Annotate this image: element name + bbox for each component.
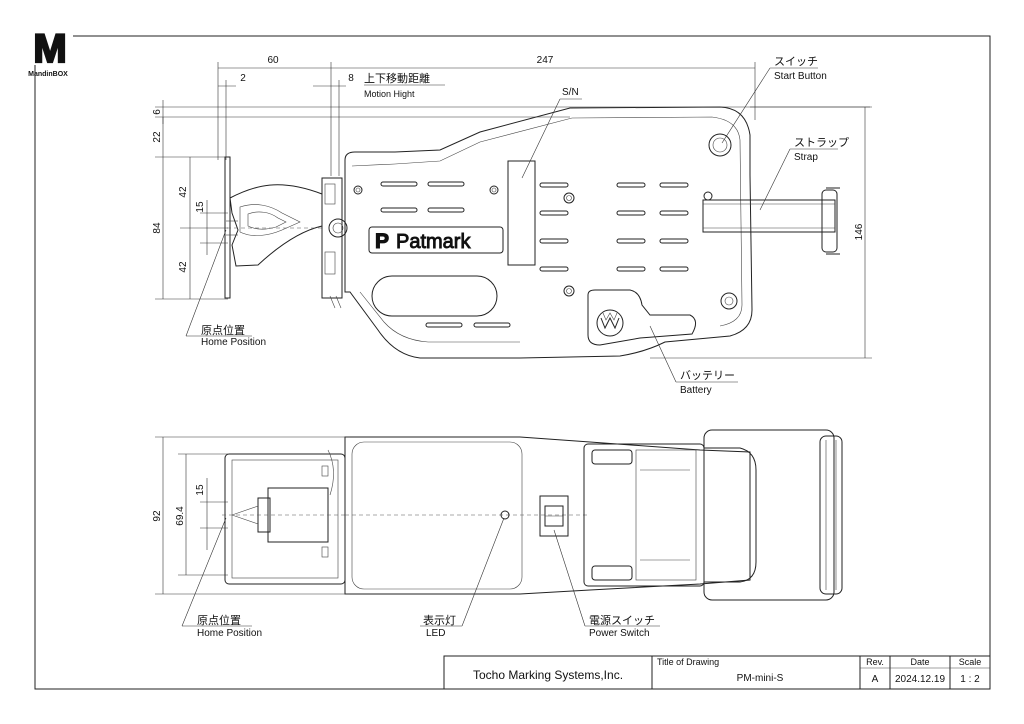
- motion-label-jp: 上下移動距離: [364, 71, 430, 85]
- dim-15-top: 15: [195, 484, 206, 496]
- dim-84: 84: [152, 222, 163, 234]
- body-outline: [344, 106, 753, 359]
- dim-42-lower: 42: [178, 261, 189, 273]
- dim-69-4: 69.4: [175, 506, 186, 526]
- home-label-jp: 原点位置: [201, 323, 245, 337]
- battery-label-jp: バッテリー: [680, 369, 735, 382]
- scale-label: Scale: [959, 657, 982, 667]
- date-value: 2024.12.19: [895, 674, 945, 685]
- sheet-border: [34, 35, 991, 690]
- scale-value: 1 : 2: [960, 674, 980, 685]
- battery: [587, 289, 696, 346]
- brand-text: Patmark: [396, 231, 471, 253]
- logo-mark: M: [33, 27, 66, 71]
- side-vents: [380, 181, 689, 328]
- top-view: 92 69.4 15 原点位置 Home Position 表示灯 LED 電源…: [152, 429, 843, 639]
- power-switch: [539, 495, 569, 537]
- led-label-jp: 表示灯: [423, 613, 456, 627]
- switch-label-jp: スイッチ: [774, 55, 818, 68]
- battery-top: [583, 443, 705, 587]
- dim-2: 2: [240, 73, 246, 84]
- sn-plate: [507, 160, 536, 266]
- company-name: Tocho Marking Systems,Inc.: [473, 668, 623, 682]
- date-label: Date: [910, 657, 929, 667]
- side-dimensions: 60 247 2 8 6 22 42 15 84 42 146: [152, 55, 872, 359]
- mandinbox-logo: M MandinBOX: [28, 26, 73, 78]
- patmark-badge: P Patmark: [368, 226, 504, 254]
- led-indicator: [500, 510, 510, 520]
- start-button: [708, 133, 732, 157]
- home2-label-en: Home Position: [197, 628, 262, 639]
- side-view: P Patmark: [152, 55, 872, 396]
- dim-15-side: 15: [195, 201, 206, 213]
- sn-label: S/N: [562, 87, 579, 98]
- dim-60: 60: [267, 55, 279, 66]
- power-label-en: Power Switch: [589, 628, 650, 639]
- head-arm: [229, 184, 323, 267]
- top-body-outline: [344, 436, 751, 595]
- dim-92: 92: [152, 510, 163, 522]
- rev-value: A: [872, 674, 879, 685]
- home2-label-jp: 原点位置: [197, 613, 241, 627]
- title-label: Title of Drawing: [657, 657, 719, 667]
- dim-6: 6: [152, 109, 163, 115]
- logo-text: MandinBOX: [28, 71, 68, 78]
- strap: [702, 187, 840, 255]
- dim-8: 8: [348, 73, 354, 84]
- rev-label: Rev.: [866, 657, 884, 667]
- dim-22: 22: [152, 131, 163, 143]
- strap-top: [703, 429, 835, 601]
- strap-label-en: Strap: [794, 152, 818, 163]
- dim-42-upper: 42: [178, 186, 189, 198]
- battery-label-en: Battery: [680, 385, 712, 396]
- svg-text:P: P: [375, 230, 389, 253]
- power-label-jp: 電源スイッチ: [589, 613, 655, 627]
- motion-label-en: Motion Hight: [364, 89, 415, 99]
- hand-opening: [371, 275, 498, 317]
- strap-label-jp: ストラップ: [794, 136, 849, 149]
- side-labels: 上下移動距離 Motion Hight S/N スイッチ Start Butto…: [185, 55, 849, 396]
- battery-logo-icon: [596, 309, 624, 337]
- led-label-en: LED: [426, 628, 445, 639]
- dim-146: 146: [854, 223, 865, 240]
- home-plate: [224, 156, 231, 299]
- title-block: Tocho Marking Systems,Inc. Title of Draw…: [443, 655, 991, 690]
- switch-label-en: Start Button: [774, 71, 827, 82]
- title-value: PM-mini-S: [737, 673, 784, 684]
- dim-247: 247: [537, 55, 554, 66]
- home-label-en: Home Position: [201, 337, 266, 348]
